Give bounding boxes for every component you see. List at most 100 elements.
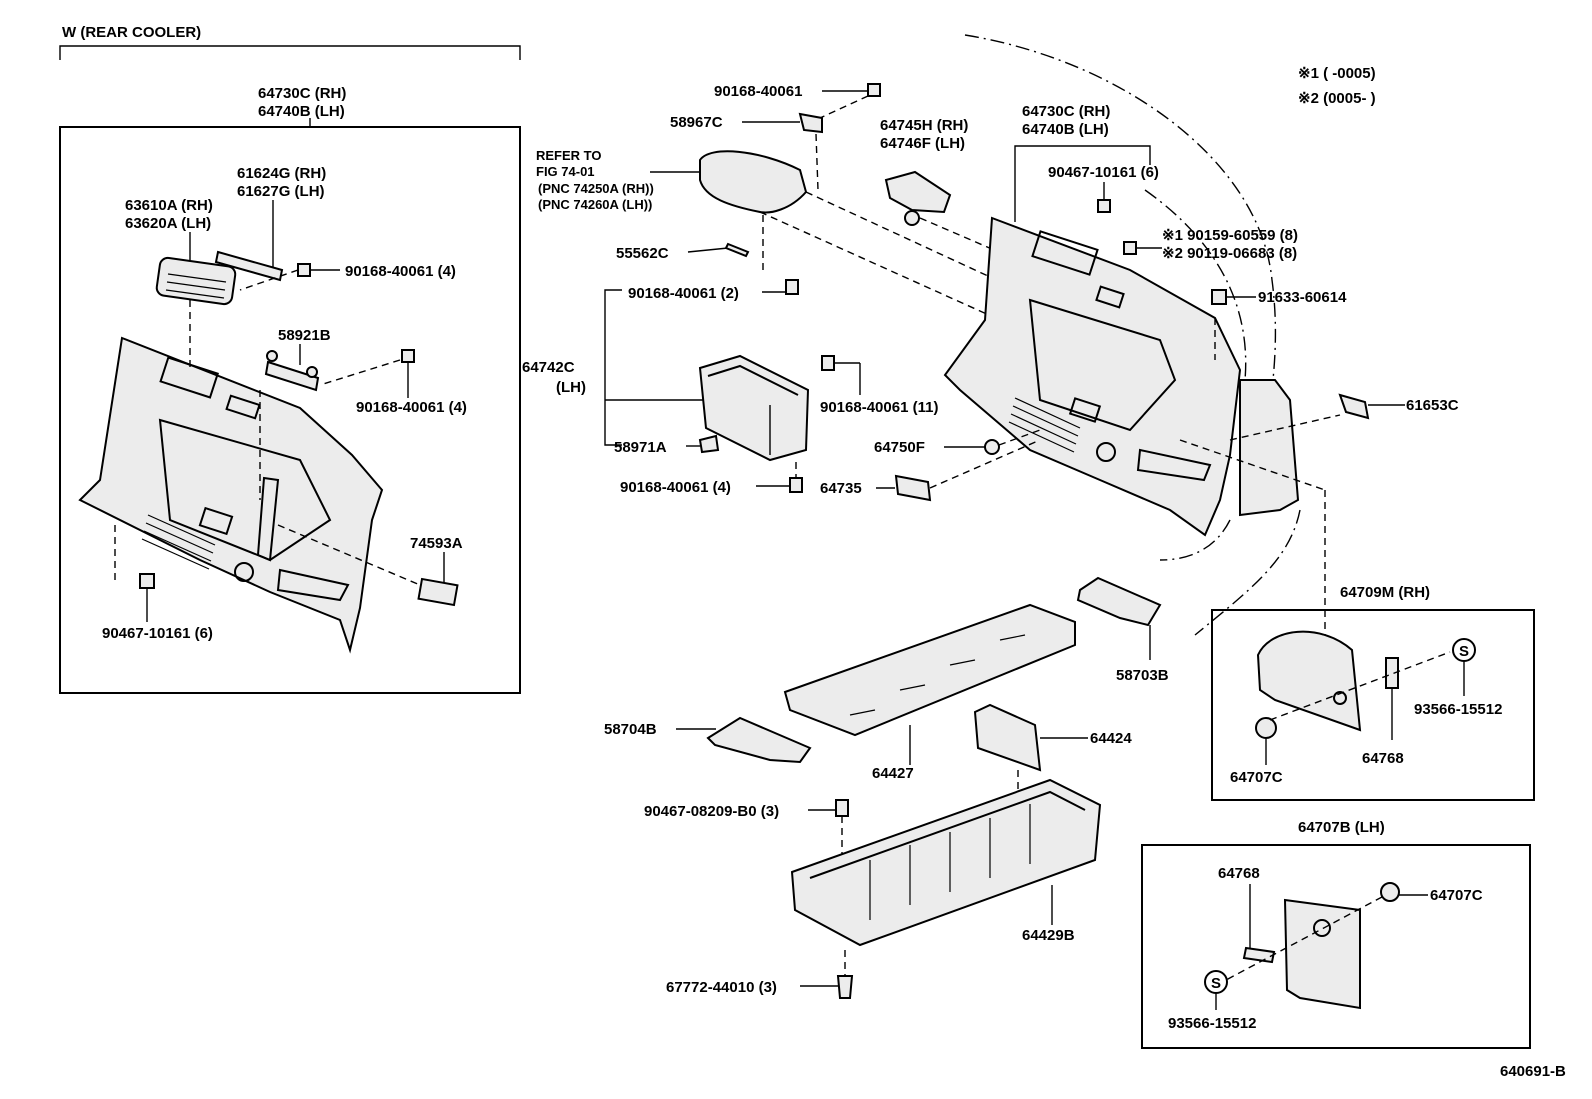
box-lh-bracket [604,289,622,446]
inset-plate-part [417,577,459,607]
deck-board-part [783,603,1076,737]
section-bracket [59,45,521,60]
bolt-1-label: ※1 90159-60559 (8) [1162,227,1298,244]
screw-2-label: 90168-40061 (2) [628,285,739,302]
inset-screw-b-label: 90168-40061 (4) [356,399,467,416]
body-outline-3 [1194,509,1301,636]
dash-trim-4 [1229,414,1341,441]
tray-part [790,778,1102,947]
pin-label: 55562C [616,245,669,262]
inset-clip-part [139,573,155,622]
clip-bottom-label: 67772-44010 (3) [666,979,777,996]
screw-top-label: 90168-40061 [714,83,802,100]
inset-lh-cover-part [1283,898,1361,1010]
inset-vent-lh-label: 63620A (LH) [125,215,211,232]
inset-rh-seal-label: 93566-15512 [1414,701,1502,718]
deck-board-label: 64427 [872,765,914,782]
inset-cover-part [214,250,284,282]
tray-cover-label: 64424 [1090,730,1132,747]
inset-screw-b-part [401,349,415,398]
inset-rh-title: 64709M (RH) [1340,584,1430,601]
screw-top-part [867,83,881,97]
pin-part [724,242,750,258]
inset-lh-seal-label: 93566-15512 [1168,1015,1256,1032]
inset-screw-a-label: 90168-40061 (4) [345,263,456,280]
bracket-box-label: 58971A [614,439,667,456]
trim-lh-label: 64740B (LH) [1022,121,1109,138]
inset-trim-panel [78,336,384,654]
inset-rh-latch-label: 64768 [1362,750,1404,767]
box-lh-label-1: 64742C [522,359,575,376]
body-outline-1 [964,34,1277,421]
screw-11-part [821,355,835,371]
cover-small-part [894,474,932,502]
pin-leader [687,247,729,253]
side-board-part [706,716,812,764]
inset-trim-rh-label: 64730C (RH) [258,85,346,102]
handle-part [884,170,952,226]
inset-bracket-label: 58921B [278,327,331,344]
inset-bracket-part [264,350,320,392]
side-board-label: 58704B [604,721,657,738]
inset-lh-frame [1141,844,1531,1049]
screw-11-label: 90168-40061 (11) [820,399,938,416]
inset-lh-latch-label: 64768 [1218,865,1260,882]
bolt-part [1123,241,1137,255]
bumper-corner [1239,379,1300,517]
bracket-top-part [798,112,823,134]
handle-lh-label: 64746F (LH) [880,135,965,152]
inset-lh-knob-part [1380,882,1400,902]
body-outline-4 [1159,519,1231,561]
inset-trim-lh-label: 64740B (LH) [258,103,345,120]
refer-line-2: FIG 74-01 [536,164,595,179]
bolt-2-label: ※2 90119-06683 (8) [1162,245,1297,262]
bracket-top-label: 58967C [670,114,723,131]
figure-id: 640691-B [1500,1063,1566,1080]
svg-text:S: S [1459,643,1469,660]
cover-small-label: 64735 [820,480,862,497]
dash-armrest-3 [759,211,1001,321]
inset-plate-label: 74593A [410,535,463,552]
trim-bracket [1014,145,1151,222]
inset-dash-5 [277,524,421,586]
bracket-deck-part [1076,576,1162,627]
trim-rh-label: 64730C (RH) [1022,103,1110,120]
clip-6-label: 90467-10161 (6) [1048,164,1159,181]
clip-bottom-part [836,975,854,999]
inset-cover-rh-label: 61624G (RH) [237,165,326,182]
handle-rh-label: 64745H (RH) [880,117,968,134]
refer-line-3: (PNC 74250A (RH)) [538,181,654,196]
clip-b0-label: 90467-08209-B0 (3) [644,803,779,820]
box-lh-part [698,354,810,462]
inset-lh-seal-icon: S [1204,970,1228,994]
bracket-box-part [698,434,720,454]
hook-label: 61653C [1406,397,1459,414]
screw-4-part [789,477,803,493]
dash-trim-2 [1179,439,1326,491]
inset-lh-title: 64707B (LH) [1298,819,1385,836]
dash-armrest-2 [805,191,1041,301]
inset-rh-frame [1211,609,1535,801]
refer-line-4: (PNC 74260A (LH)) [538,197,652,212]
inset-rear-cooler-frame [59,126,521,694]
screw-r-label: 91633-60614 [1258,289,1347,306]
inset-rh-dash [1269,651,1451,721]
armrest-part [699,150,808,214]
note-2: ※2 (0005- ) [1298,90,1376,107]
refer-line-1: REFER TO [536,148,602,163]
svg-text:S: S [1211,975,1221,992]
inset-clip-label: 90467-10161 (6) [102,625,213,642]
inset-lh-dash [1225,896,1383,981]
section-title: W (REAR COOLER) [62,24,201,41]
inset-lh-latch-part [1242,946,1276,964]
inset-lh-knob-label: 64707C [1430,887,1483,904]
dash-plug [998,429,1041,446]
tray-cover-part [973,703,1042,772]
note-1: ※1 ( -0005) [1298,65,1376,82]
hook-part [1338,393,1370,420]
inset-screw-a-part [297,263,340,277]
dash-cover-small [929,439,1041,489]
dash-screw-top [819,95,869,119]
